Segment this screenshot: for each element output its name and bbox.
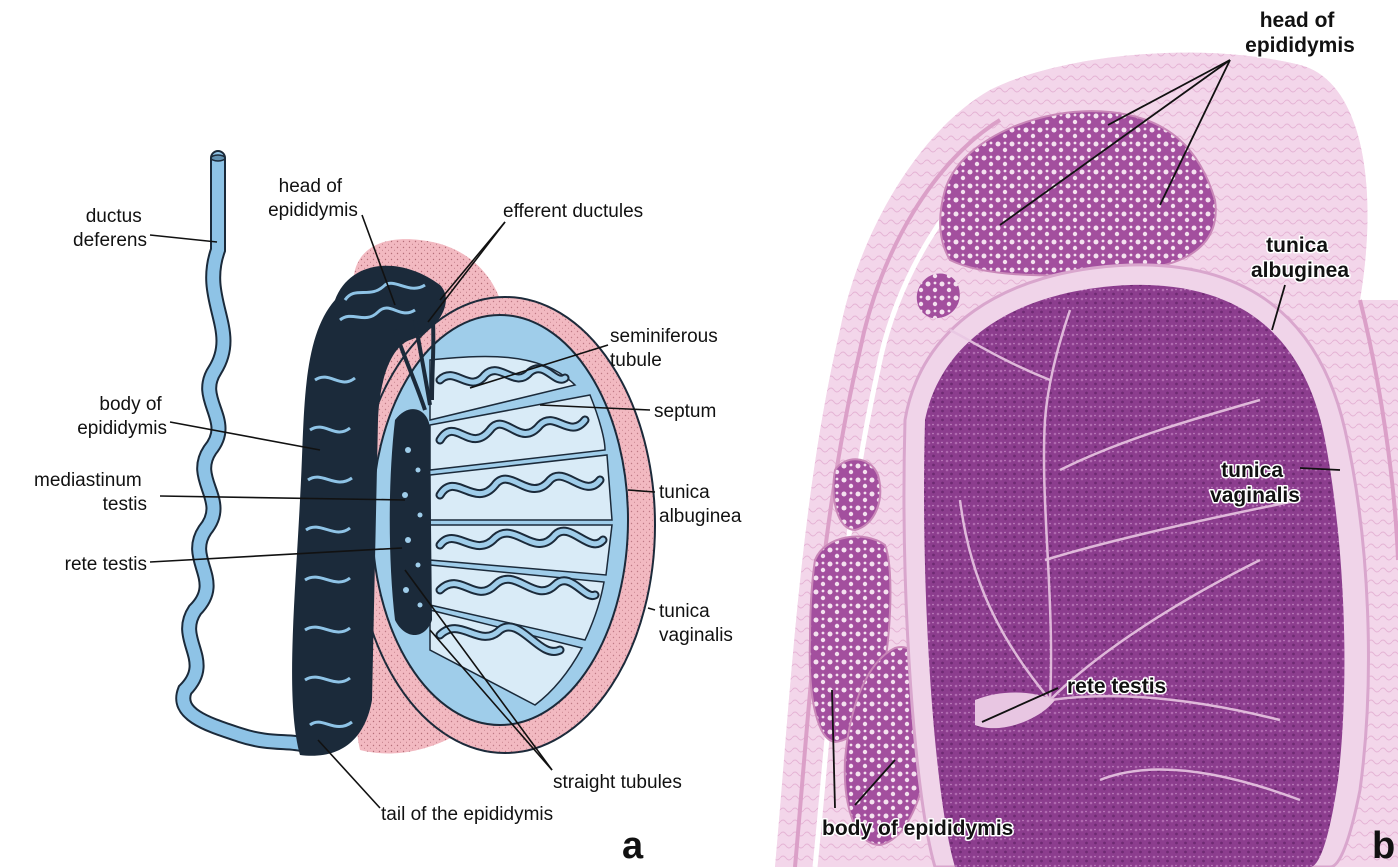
label-rete-testis-b: rete testis [1067,675,1166,698]
testis-parenchyma [924,285,1344,867]
label-ductus-deferens: ductus deferens [73,206,147,251]
label-straight-tubules: straight tubules [553,772,682,793]
label-mediastinum-testis: mediastinum testis [34,470,147,515]
label-head-of-epididymis-b: head of epididymis [1245,9,1355,57]
label-tunica-albuginea-a: tunica albuginea [659,482,742,527]
panel-letter-b: b [1372,825,1395,867]
rete-testis-shape [390,409,432,635]
label-head-of-epididymis-a: head of epididymis [268,176,358,221]
label-body-of-epididymis-b: body of epididymis [822,817,1013,840]
label-rete-testis-a: rete testis [65,554,147,575]
panel-b-micrograph [775,53,1398,867]
label-tunica-vaginalis-a: tunica vaginalis [659,601,733,646]
panel-letter-a: a [622,825,644,867]
label-septum: septum [654,401,716,422]
panel-a-diagram [183,155,655,756]
label-tail-of-epididymis: tail of the epididymis [381,804,553,825]
label-efferent-ductules: efferent ductules [503,201,643,222]
label-seminiferous-tubule: seminiferous tubule [610,326,723,371]
label-body-of-epididymis-a: body of epididymis [77,394,167,439]
